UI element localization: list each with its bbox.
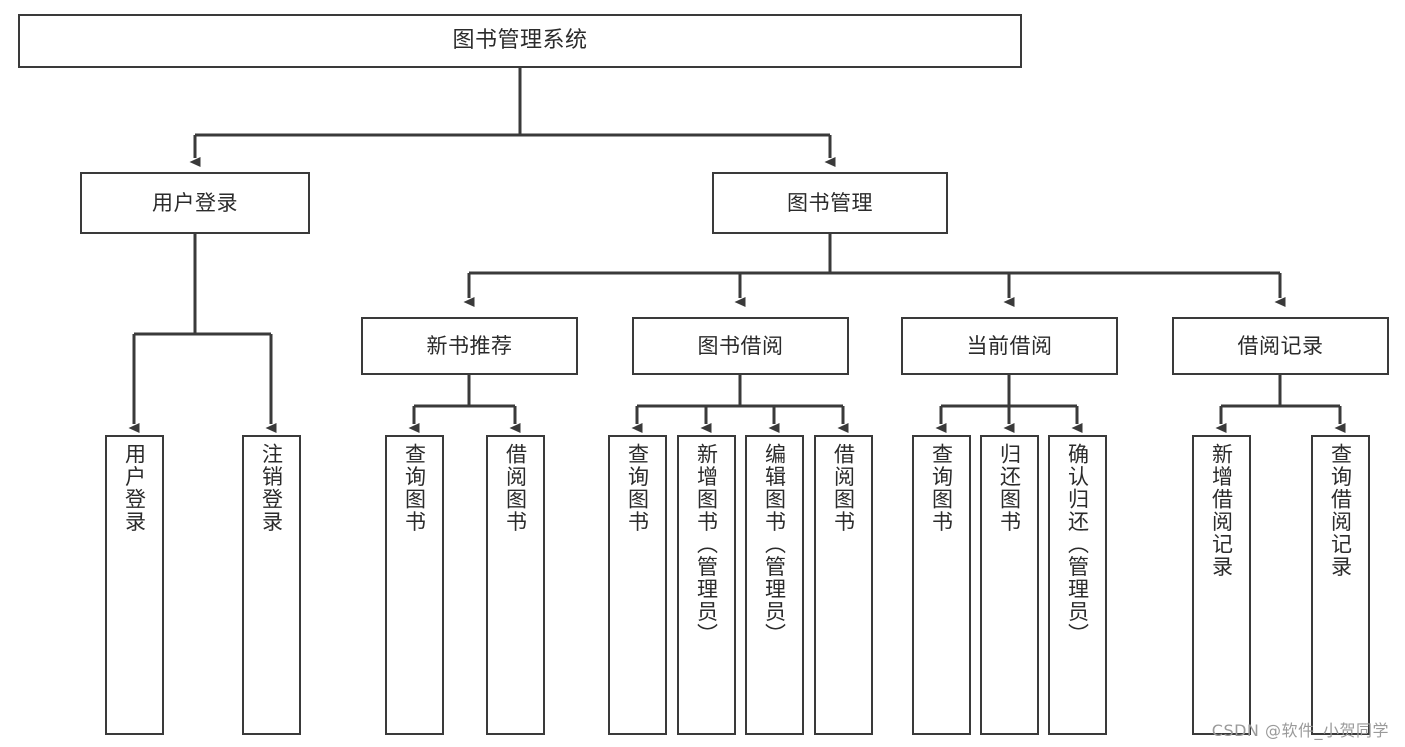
- node-leaf-label: 查询图书: [402, 443, 427, 533]
- node-leaf-new-book-1[interactable]: 查询图书: [385, 435, 444, 735]
- node-book-manage-label: 图书管理: [787, 190, 873, 215]
- node-leaf-label: 查询图书: [625, 443, 650, 533]
- node-leaf-borrow-record-2[interactable]: 查询借阅记录: [1311, 435, 1370, 735]
- node-new-book-recommend[interactable]: 新书推荐: [361, 317, 578, 375]
- node-leaf-current-borrow-2[interactable]: 归还图书: [980, 435, 1039, 735]
- node-leaf-label: 归还图书: [997, 443, 1022, 533]
- node-leaf-user-login-2[interactable]: 注销登录: [242, 435, 301, 735]
- node-leaf-book-borrow-2[interactable]: 新增图书（管理员）: [677, 435, 736, 735]
- node-leaf-book-borrow-3[interactable]: 编辑图书（管理员）: [745, 435, 804, 735]
- node-book-borrow-label: 图书借阅: [697, 333, 784, 358]
- node-leaf-new-book-2[interactable]: 借阅图书: [486, 435, 545, 735]
- node-book-borrow[interactable]: 图书借阅: [632, 317, 849, 375]
- node-leaf-label: 注销登录: [259, 443, 284, 533]
- node-leaf-label: 借阅图书: [503, 443, 528, 533]
- node-borrow-record-label: 借阅记录: [1237, 333, 1324, 358]
- node-leaf-label: 查询图书: [929, 443, 954, 533]
- node-leaf-book-borrow-1[interactable]: 查询图书: [608, 435, 667, 735]
- node-current-borrow-label: 当前借阅: [966, 333, 1053, 358]
- node-root-label: 图书管理系统: [452, 28, 588, 54]
- node-leaf-label: 确认归还（管理员）: [1065, 443, 1090, 646]
- node-book-manage[interactable]: 图书管理: [712, 172, 948, 234]
- node-leaf-label: 查询借阅记录: [1328, 443, 1353, 578]
- node-root[interactable]: 图书管理系统: [18, 14, 1022, 68]
- node-leaf-label: 借阅图书: [831, 443, 856, 533]
- node-leaf-label: 新增借阅记录: [1209, 443, 1234, 578]
- node-current-borrow[interactable]: 当前借阅: [901, 317, 1118, 375]
- node-user-login-label: 用户登录: [152, 190, 238, 215]
- node-leaf-label: 新增图书（管理员）: [694, 443, 719, 646]
- node-leaf-user-login-1[interactable]: 用户登录: [105, 435, 164, 735]
- watermark: CSDN @软件_小贺同学: [1211, 721, 1389, 740]
- node-user-login[interactable]: 用户登录: [80, 172, 310, 234]
- node-new-book-recommend-label: 新书推荐: [426, 333, 513, 358]
- node-leaf-book-borrow-4[interactable]: 借阅图书: [814, 435, 873, 735]
- node-borrow-record[interactable]: 借阅记录: [1172, 317, 1389, 375]
- node-leaf-label: 编辑图书（管理员）: [762, 443, 787, 646]
- node-leaf-current-borrow-3[interactable]: 确认归还（管理员）: [1048, 435, 1107, 735]
- node-leaf-label: 用户登录: [122, 443, 147, 533]
- node-leaf-current-borrow-1[interactable]: 查询图书: [912, 435, 971, 735]
- node-leaf-borrow-record-1[interactable]: 新增借阅记录: [1192, 435, 1251, 735]
